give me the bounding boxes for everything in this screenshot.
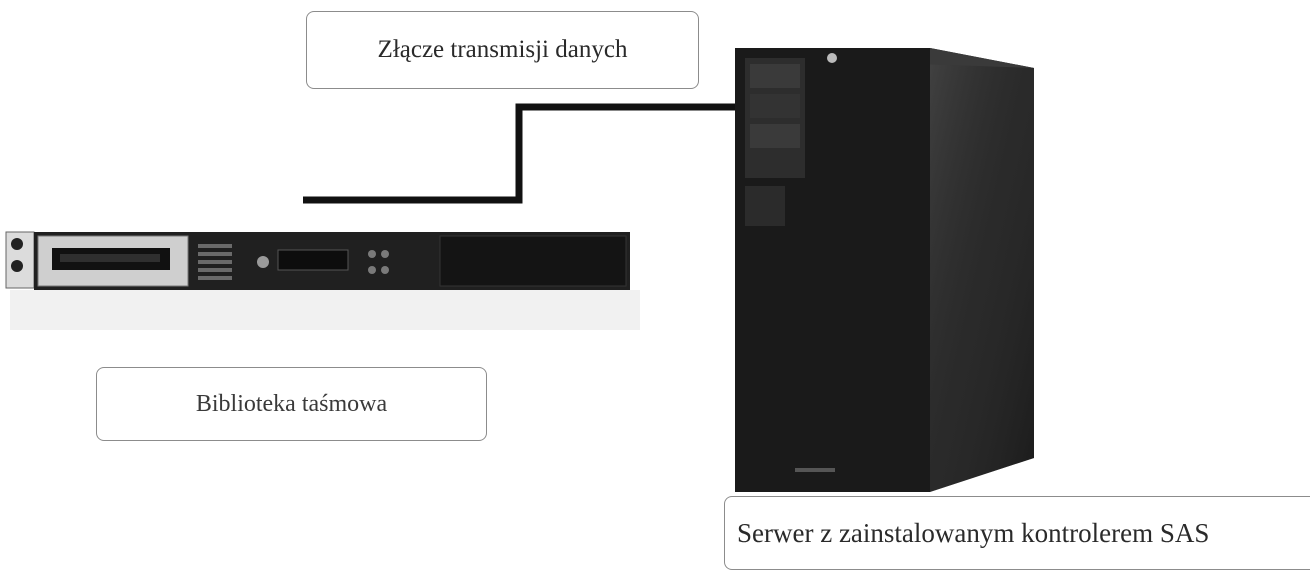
server-label-text: Serwer z zainstalowanym kontrolerem SAS [737, 517, 1210, 548]
tape-library-label-text: Biblioteka taśmowa [195, 390, 388, 417]
tape-library-label: Biblioteka taśmowa [96, 367, 487, 441]
connector-label: Złącze transmisji danych [306, 11, 699, 89]
sas-cable-line [303, 103, 742, 204]
connector-label-text: Złącze transmisji danych [377, 36, 628, 63]
server-label: Serwer z zainstalowanym kontrolerem SAS [724, 496, 1310, 570]
tape-library-icon [5, 231, 640, 330]
tower-server-icon [735, 48, 1034, 492]
